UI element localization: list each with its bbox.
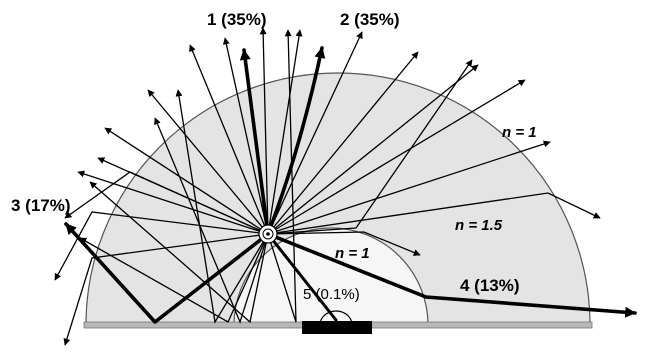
ray bbox=[175, 89, 269, 324]
ray bbox=[89, 181, 269, 324]
path-5-arc bbox=[319, 310, 353, 326]
light-source bbox=[258, 224, 278, 244]
ray bbox=[267, 64, 479, 235]
ray bbox=[63, 233, 269, 346]
ray bbox=[267, 29, 303, 235]
path-label-2: 2 (35%) bbox=[340, 10, 400, 29]
path-2-ray bbox=[266, 46, 326, 236]
ray bbox=[147, 89, 269, 235]
ray bbox=[267, 79, 526, 235]
path-label-1: 1 (35%) bbox=[207, 10, 267, 29]
ray bbox=[79, 233, 269, 323]
escape-paths bbox=[64, 46, 637, 326]
ray bbox=[189, 44, 269, 235]
ray bbox=[267, 31, 363, 235]
ray bbox=[154, 117, 269, 324]
ray bbox=[54, 211, 269, 281]
path-4-ray bbox=[266, 232, 637, 318]
path-1-ray bbox=[239, 48, 270, 236]
path-label-4: 4 (13%) bbox=[460, 276, 520, 295]
region-label-outer: n = 1 bbox=[502, 124, 537, 141]
detector bbox=[302, 321, 372, 334]
ray-bundle bbox=[54, 27, 601, 346]
path-5-ray bbox=[266, 232, 338, 322]
region-label-inner: n = 1 bbox=[335, 245, 370, 262]
ray bbox=[64, 171, 269, 235]
ray bbox=[267, 231, 421, 256]
ray bbox=[267, 59, 473, 235]
ray bbox=[104, 127, 269, 235]
path-3-ray bbox=[64, 222, 270, 324]
path-label-3: 3 (17%) bbox=[11, 196, 71, 215]
region-label-dome: n = 1.5 bbox=[455, 217, 503, 234]
ray bbox=[222, 37, 269, 235]
ray bbox=[259, 27, 269, 235]
ray bbox=[77, 170, 269, 235]
path-label-5: 5 (0.1%) bbox=[303, 286, 360, 303]
ray bbox=[267, 29, 297, 323]
ray bbox=[267, 140, 551, 235]
